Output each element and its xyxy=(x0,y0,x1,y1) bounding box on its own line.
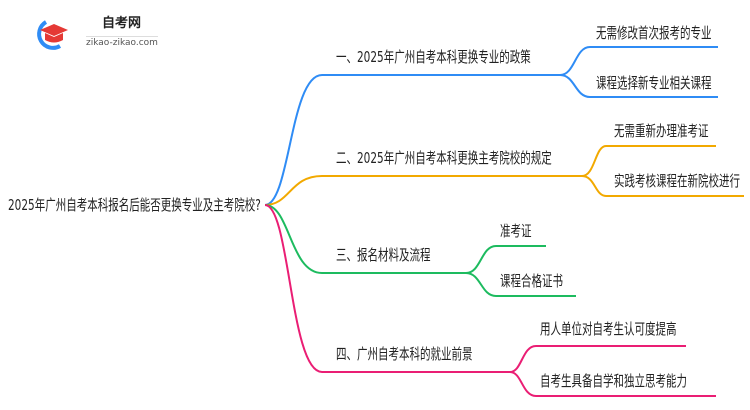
leaf-3-2-connector xyxy=(465,272,576,297)
root-topic: 2025年广州自考本科报名后能否更换专业及主考院校? xyxy=(8,196,261,214)
site-logo: 自考网 zikao-zikao.com xyxy=(30,14,160,54)
leaf-1-1: 无需修改首次报考的专业 xyxy=(596,24,712,42)
logo-title: 自考网 xyxy=(102,16,142,31)
branch-2-label: 二、2025年广州自考本科更换主考院校的规定 xyxy=(336,149,552,167)
branch-4-label: 四、广州自考本科的就业前景 xyxy=(336,345,473,363)
leaf-1-2-connector xyxy=(559,74,718,98)
leaf-3-1: 准考证 xyxy=(500,222,532,240)
leaf-3-2: 课程合格证书 xyxy=(500,272,564,290)
leaf-2-2-connector xyxy=(581,175,744,197)
branch-4-connector xyxy=(264,204,510,373)
leaf-2-1: 无需重新办理准考证 xyxy=(614,122,709,140)
logo-url: zikao-zikao.com xyxy=(86,36,158,48)
branch-1-label: 一、2025年广州自考本科更换专业的政策 xyxy=(336,48,531,66)
branch-1-connector xyxy=(264,74,560,206)
leaf-4-2-connector xyxy=(509,371,716,397)
leaf-2-1-connector xyxy=(581,145,716,177)
leaf-4-1: 用人单位对自考生认可度提高 xyxy=(540,320,677,338)
leaf-1-1-connector xyxy=(559,46,718,76)
leaf-4-2: 自考生具备自学和独立思考能力 xyxy=(540,372,688,390)
branch-3-connector xyxy=(264,204,466,274)
leaf-4-1-connector xyxy=(509,345,686,373)
branch-2-connector xyxy=(264,175,582,206)
leaf-3-1-connector xyxy=(465,245,546,274)
branch-3-label: 三、报名材料及流程 xyxy=(336,246,431,264)
leaf-1-2: 课程选择新专业相关课程 xyxy=(596,74,712,92)
graduation-cap-icon xyxy=(37,20,68,50)
leaf-2-2: 实践考核课程在新院校进行 xyxy=(614,172,741,190)
